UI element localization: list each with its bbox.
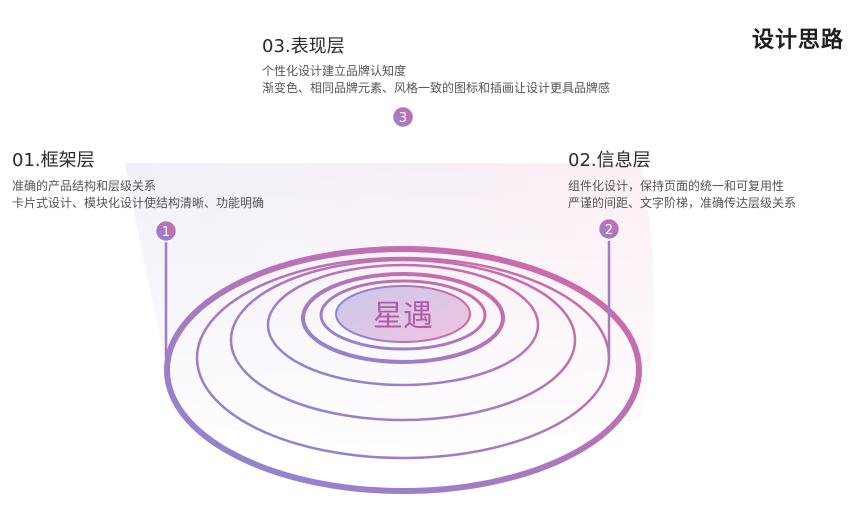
layer-2-heading: 02.信息层 [568,150,651,171]
badge-3: 3 [391,105,415,129]
layer-1-desc-line-2: 卡片式设计、模块化设计使结构清晰、功能明确 [12,196,265,210]
svg-text:2: 2 [605,223,613,238]
layer-3-heading: 03.表现层 [262,36,345,57]
layer-1-desc-line-1: 准确的产品结构和层级关系 [12,179,157,193]
ring-4 [266,263,540,387]
page-title: 设计思路 [751,28,844,53]
ring-6 [319,279,487,351]
badge-2: 2 [597,217,621,241]
layer-2-desc-line-2: 严谨的间距、文字阶梯，准确传达层级关系 [568,196,797,210]
center-label: 星遇 [373,299,433,334]
layer-2-desc: 组件化设计，保持页面的统一和可复用性 严谨的间距、文字阶梯，准确传达层级关系 [568,178,796,212]
svg-text:1: 1 [162,225,170,240]
layer-3-desc-line-1: 个性化设计建立品牌认知度 [262,64,407,78]
center-disc [335,285,471,343]
layer-3-desc-line-2: 渐变色、相同品牌元素、风格一致的图标和插画让设计更具品牌感 [262,81,611,95]
svg-text:3: 3 [399,111,407,126]
layer-2-desc-line-1: 组件化设计，保持页面的统一和可复用性 [568,179,785,193]
layer-1-heading: 01.框架层 [12,150,95,171]
badge-1: 1 [154,219,178,243]
layer-1-desc: 准确的产品结构和层级关系 卡片式设计、模块化设计使结构清晰、功能明确 [12,178,264,212]
ring-5 [301,272,505,364]
layer-3-desc: 个性化设计建立品牌认知度 渐变色、相同品牌元素、风格一致的图标和插画让设计更具品… [262,63,610,97]
ring-3 [229,258,577,422]
